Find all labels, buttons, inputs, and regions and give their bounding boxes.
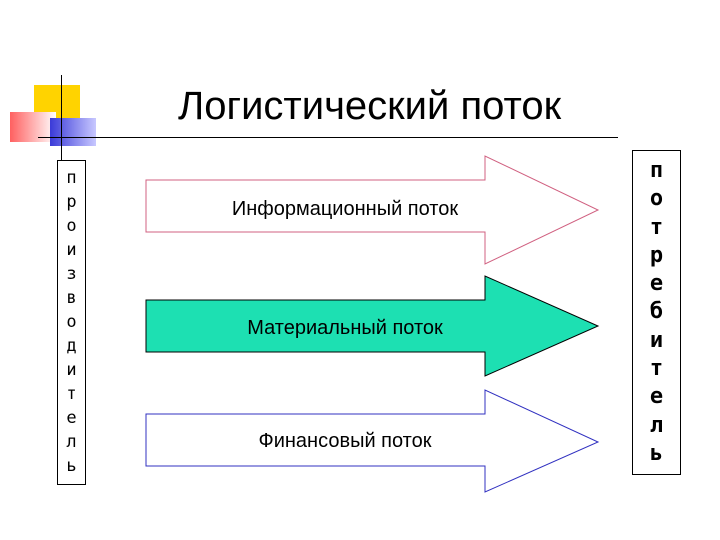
consumer-letter: т bbox=[649, 355, 664, 381]
information-flow-label: Информационный поток bbox=[231, 198, 459, 220]
producer-letter: ь bbox=[66, 455, 77, 476]
title-underline bbox=[38, 137, 618, 138]
producer-letter: и bbox=[66, 359, 77, 380]
producer-letter: д bbox=[66, 335, 77, 356]
consumer-letter: е bbox=[649, 384, 664, 410]
financial-flow-arrow bbox=[145, 389, 600, 493]
producer-letter: о bbox=[66, 311, 77, 332]
consumer-letter: е bbox=[649, 271, 664, 297]
consumer-letter: ь bbox=[649, 440, 664, 466]
consumer-letter: п bbox=[649, 158, 664, 184]
financial-flow-label: Финансовый поток bbox=[258, 430, 432, 452]
material-flow-arrow bbox=[145, 275, 600, 377]
material-flow-label: Материальный поток bbox=[247, 317, 443, 339]
decor-blue-bar bbox=[50, 118, 96, 146]
information-flow-arrow bbox=[145, 155, 600, 265]
producer-letter: п bbox=[66, 168, 77, 189]
decor-vertical-line bbox=[61, 75, 62, 160]
consumer-letter: о bbox=[649, 186, 664, 212]
producer-letter: и bbox=[66, 240, 77, 261]
consumer-letter: р bbox=[649, 242, 664, 268]
producer-letter: в bbox=[66, 288, 77, 309]
producer-letter: е bbox=[66, 407, 77, 428]
producer-letter: л bbox=[66, 431, 77, 452]
producer-letter: о bbox=[66, 216, 77, 237]
producer-letter: р bbox=[66, 192, 77, 213]
consumer-letter: и bbox=[649, 327, 664, 353]
producer-letter: з bbox=[66, 264, 77, 285]
slide-title: Логистический поток bbox=[178, 84, 562, 128]
consumer-letter: л bbox=[649, 412, 664, 438]
consumer-letter: т bbox=[649, 214, 664, 240]
producer-letter: т bbox=[66, 383, 77, 404]
consumer-letter: б bbox=[649, 299, 664, 325]
